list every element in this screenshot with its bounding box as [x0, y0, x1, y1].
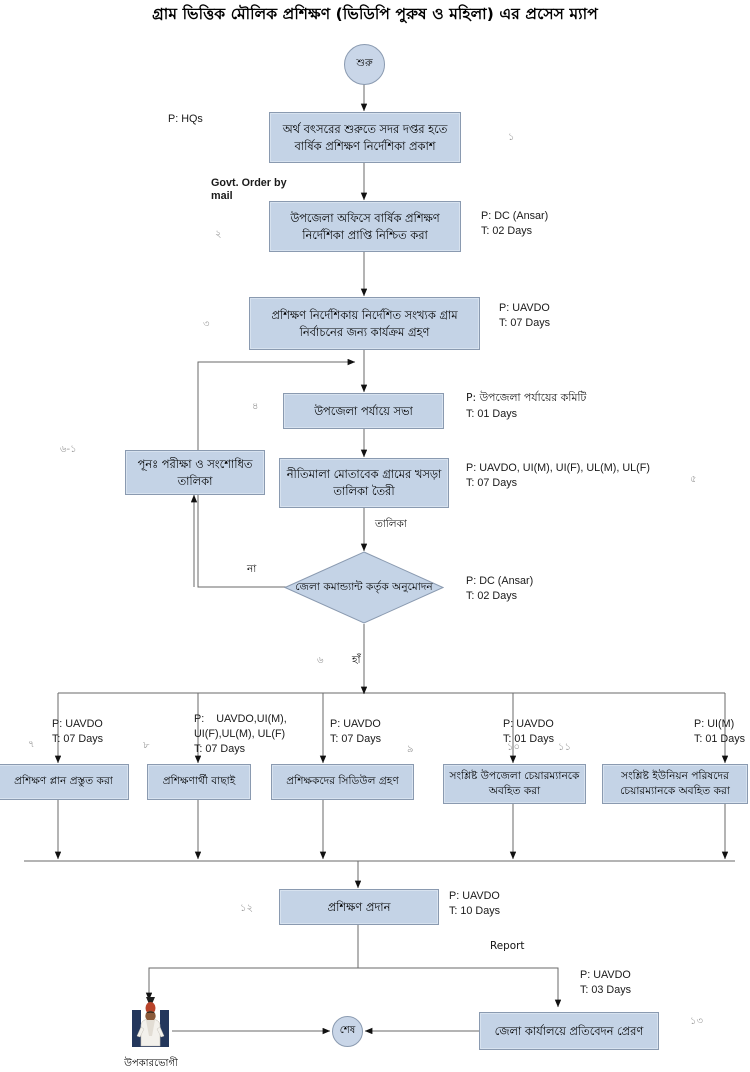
process-box-3-label: প্রশিক্ষণ নির্দেশিকায় নির্দেশিত সংখ্যক …: [271, 307, 458, 339]
process-box-5[interactable]: নীতিমালা মোতাবেক গ্রামের খসড়া তালিকা তৈ…: [279, 458, 449, 508]
page-title: গ্রাম ভিত্তিক মৌলিক প্রশিক্ষণ (ভিডিপি পু…: [152, 5, 598, 23]
beneficiary-caption: উপকারভোগী: [124, 1058, 178, 1069]
process-box-1-label: অর্থ বৎসরের শুরুতে সদর দপ্তর হতে বার্ষিক…: [282, 121, 448, 153]
annotation-uavdo-1: P: UAVDO T: 07 Days: [499, 302, 551, 329]
edge-label-na: না: [247, 563, 257, 575]
edge-label-report: Report: [490, 940, 525, 952]
process-box-4[interactable]: উপজেলা পর্যায়ে সভা: [283, 393, 444, 429]
process-box-13-label: জেলা কার্যালয়ে প্রতিবেদন প্রেরণ: [494, 1023, 644, 1038]
terminator-end: শেষ: [332, 1016, 363, 1047]
annotation-uavdo-5: P: UAVDO T: 10 Days: [449, 890, 501, 917]
annotation-uavdo-ui-ul-1: P: UAVDO, UI(M), UI(F), UL(M), UL(F) T: …: [466, 462, 650, 489]
seq-7: ৭: [28, 739, 35, 750]
seq-5: ৫: [690, 474, 697, 485]
process-box-2[interactable]: উপজেলা অফিসে বার্ষিক প্রশিক্ষণ নির্দেশিক…: [269, 201, 461, 252]
process-box-8[interactable]: প্রশিক্ষণার্থী বাছাই: [147, 764, 251, 800]
annotation-uavdo-6: P: UAVDO T: 03 Days: [580, 969, 632, 996]
terminator-end-label: শেষ: [339, 1025, 356, 1036]
seq-11: ১১: [558, 742, 571, 753]
annotation-uim-1: P: UI(M) T: 01 Days: [694, 718, 746, 745]
process-box-6-1-label: পূনঃ পরীক্ষা ও সংশোধিত তালিকা: [137, 456, 253, 488]
annotation-dc-ansar-1: P: DC (Ansar) T: 02 Days: [481, 210, 549, 237]
annotation-govt-order-line2: mail: [211, 190, 233, 202]
annotation-upazila-committee: P: উপজেলা পর্যায়ের কমিটি: [466, 391, 587, 404]
process-box-2-label: উপজেলা অফিসে বার্ষিক প্রশিক্ষণ নির্দেশিক…: [290, 210, 440, 242]
process-box-5-label: নীতিমালা মোতাবেক গ্রামের খসড়া তালিকা তৈ…: [286, 467, 442, 498]
seq-6-1: ৬-১: [60, 444, 77, 455]
seq-10: ১০: [507, 742, 520, 753]
process-box-11[interactable]: সংশ্লিষ্ট ইউনিয়ন পরিষদের চেয়ারম্যানকে …: [602, 764, 748, 804]
beneficiary-icon: [128, 996, 173, 1052]
process-box-6-1[interactable]: পূনঃ পরীক্ষা ও সংশোধিত তালিকা: [125, 450, 265, 495]
annotation-uavdo-2: P: UAVDO T: 07 Days: [52, 718, 104, 745]
seq-6: ৬: [317, 655, 324, 666]
process-box-12[interactable]: প্রশিক্ষণ প্রদান: [279, 889, 439, 925]
process-box-8-label: প্রশিক্ষণার্থী বাছাই: [162, 775, 236, 788]
annotation-uavdo-3: P: UAVDO T: 07 Days: [330, 718, 382, 745]
annotation-uavdo-4: P: UAVDO T: 01 Days: [503, 718, 555, 745]
seq-2: ২: [215, 229, 222, 240]
process-box-9-label: প্রশিক্ষকদের সিডিউল গ্রহণ: [286, 775, 399, 788]
seq-13: ১৩: [690, 1016, 703, 1027]
process-box-13[interactable]: জেলা কার্যালয়ে প্রতিবেদন প্রেরণ: [479, 1012, 659, 1050]
edge-label-talika: তালিকা: [375, 518, 407, 530]
edge-label-ha: হাঁ: [352, 654, 361, 666]
annotation-uavdo-ui-ul-2: P: UAVDO,UI(M), UI(F),UL(M), UL(F) T: 07…: [194, 713, 287, 755]
process-box-10-label: সংশ্লিষ্ট উপজেলা চেয়ারম্যানকে অবহিত করা: [449, 769, 580, 797]
process-box-4-label: উপজেলা পর্যায়ে সভা: [314, 403, 413, 418]
process-box-12-label: প্রশিক্ষণ প্রদান: [327, 899, 391, 914]
annotation-upazila-committee-time: T: 01 Days: [466, 408, 518, 420]
process-box-1[interactable]: অর্থ বৎসরের শুরুতে সদর দপ্তর হতে বার্ষিক…: [269, 112, 461, 163]
process-box-11-label: সংশ্লিষ্ট ইউনিয়ন পরিষদের চেয়ারম্যানকে …: [620, 769, 730, 797]
annotation-hqs: P: HQs: [168, 113, 203, 125]
seq-9: ৯: [407, 744, 414, 755]
terminator-start-label: শুরু: [356, 58, 373, 69]
seq-1: ১: [508, 132, 515, 143]
process-box-10[interactable]: সংশ্লিষ্ট উপজেলা চেয়ারম্যানকে অবহিত করা: [443, 764, 586, 804]
seq-8: ৮: [143, 740, 150, 751]
process-box-7-label: প্রশিক্ষণ প্লান প্রস্তুত করা: [14, 775, 113, 788]
process-box-7[interactable]: প্রশিক্ষণ প্লান প্রস্তুত করা: [0, 764, 129, 800]
seq-12: ১২: [240, 903, 253, 914]
terminator-start: শুরু: [344, 44, 385, 85]
annotation-dc-ansar-2: P: DC (Ansar) T: 02 Days: [466, 575, 534, 602]
process-box-9[interactable]: প্রশিক্ষকদের সিডিউল গ্রহণ: [271, 764, 414, 800]
process-box-3[interactable]: প্রশিক্ষণ নির্দেশিকায় নির্দেশিত সংখ্যক …: [249, 297, 480, 350]
decision-box-6[interactable]: জেলা কমান্ড্যান্ট কর্তৃক অনুমোদন: [284, 551, 444, 624]
annotation-govt-order-line1: Govt. Order by: [211, 177, 287, 189]
seq-4: ৪: [252, 401, 259, 412]
seq-3: ৩: [203, 319, 210, 330]
